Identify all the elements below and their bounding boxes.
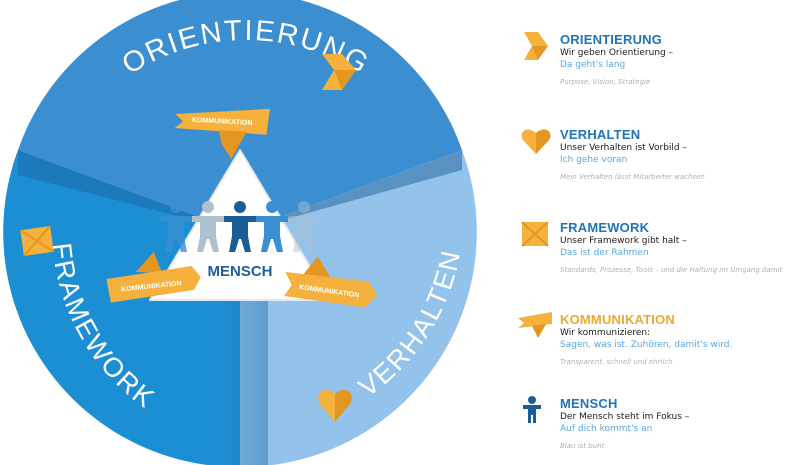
legend-statement: Wir kommunizieren:: [560, 328, 651, 338]
kommunikation-banner-right: KOMMUNIKATION: [284, 256, 378, 308]
legend-motto: Das ist der Rahmen: [560, 248, 649, 258]
seam-left: [18, 150, 240, 232]
legend-motto: Auf dich kommt's an: [560, 424, 653, 434]
kommunikation-banner-left: KOMMUNIKATION: [106, 251, 201, 303]
banner-icon: [518, 312, 552, 338]
envelope-icon: [521, 221, 549, 247]
segment-verhalten: [240, 150, 477, 465]
legend-statement: Unser Verhalten ist Vorbild –: [560, 143, 687, 153]
person-figure: [256, 201, 288, 252]
legend-motto: Sagen, was ist. Zuhören, damit's wird.: [560, 340, 733, 350]
legend-statement: Wir geben Orientierung –: [560, 48, 674, 58]
legend-motto: Da geht's lang: [560, 60, 626, 70]
legend-note: Standards, Prozesse, Tools – und die Hal…: [560, 266, 783, 274]
framework-diagram: MENSCH ORIENTIERUNG FRAMEWORK VERHALTEN …: [3, 0, 477, 465]
center-label: MENSCH: [207, 263, 272, 280]
legend-title: MENSCH: [560, 396, 618, 411]
legend-motto: Ich gehe voran: [560, 155, 628, 165]
chevron-icon: [524, 32, 548, 60]
chevron-icon: [322, 54, 356, 90]
legend-title: KOMMUNIKATION: [560, 312, 676, 327]
person-icon: [523, 396, 541, 423]
legend: ORIENTIERUNG Wir geben Orientierung – Da…: [518, 0, 805, 465]
legend-note: Purpose, Vision, Strategie: [560, 78, 651, 86]
legend-title: FRAMEWORK: [560, 220, 650, 235]
legend-note: Mein Verhalten lässt Mitarbeiter wachsen: [560, 173, 705, 181]
legend-statement: Unser Framework gibt halt –: [560, 236, 687, 246]
legend-statement: Der Mensch steht im Fokus –: [560, 412, 690, 422]
kommunikation-label-top: KOMMUNIKATION: [192, 117, 253, 127]
kommunikation-banner-top: KOMMUNIKATION: [174, 108, 270, 159]
heart-icon: [318, 389, 352, 422]
person-figure: [224, 201, 256, 252]
person-figure: [288, 201, 320, 252]
heart-icon: [521, 129, 551, 154]
legend-title: VERHALTEN: [560, 127, 641, 142]
legend-note: Transparent, schnell und ehrlich: [560, 358, 673, 366]
person-figure: [160, 201, 192, 252]
legend-title: ORIENTIERUNG: [560, 32, 663, 47]
envelope-icon: [19, 225, 55, 257]
legend-note: Blau ist bunt: [560, 442, 605, 450]
person-figure: [192, 201, 224, 252]
seam-right: [240, 150, 462, 232]
people-group: [160, 201, 320, 252]
